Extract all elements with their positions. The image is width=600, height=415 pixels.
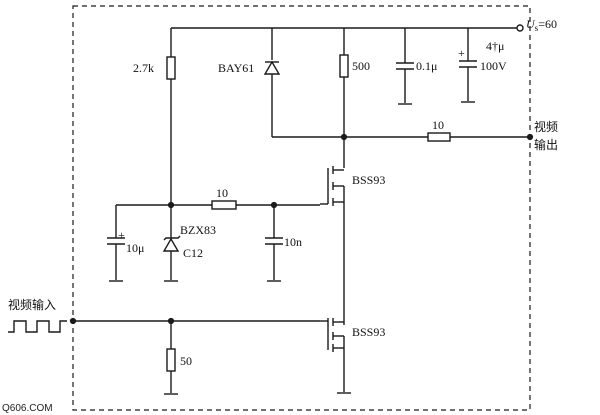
output-terminal <box>526 133 534 141</box>
supply-label: Us=60 <box>526 17 557 33</box>
resistor-2k7 <box>166 28 176 205</box>
resistor-500 <box>339 28 349 137</box>
capacitor-10n <box>265 205 283 282</box>
capacitor-10n-label: 10n <box>284 235 302 249</box>
capacitor-10u <box>107 205 125 282</box>
supply-rail <box>171 24 524 32</box>
diode-bay61 <box>263 28 344 138</box>
diode-bay61-label: BAY61 <box>218 61 254 75</box>
capacitor-4u-value-label: 4†μ <box>486 39 504 53</box>
output-label-line1: 视频 <box>534 119 558 134</box>
zener-value-label: C12 <box>183 246 203 260</box>
resistor-500-label: 500 <box>352 59 370 73</box>
output-label-line2: 输出 <box>534 137 558 152</box>
resistor-50 <box>164 321 178 395</box>
capacitor-0u1 <box>396 28 414 105</box>
input-pulse-waveform <box>8 320 67 333</box>
capacitor-10u-plus: + <box>118 228 125 242</box>
resistor-2k7-label: 2.7k <box>133 61 154 75</box>
input-label: 视频输入 <box>8 297 56 312</box>
mosfet-upper <box>320 166 345 325</box>
zener-name-label: BZX83 <box>180 223 216 237</box>
mosfet-lower-label: BSS93 <box>352 325 385 339</box>
mosfet-upper-label: BSS93 <box>352 173 385 187</box>
resistor-gate-label: 10 <box>216 186 228 200</box>
mosfet-lower <box>320 318 351 394</box>
watermark: Q606.COM <box>2 403 53 414</box>
capacitor-4u-voltage-label: 100V <box>480 59 507 73</box>
resistor-50-label: 50 <box>180 354 192 368</box>
supply-terminal <box>516 24 524 32</box>
gate-network <box>116 200 320 210</box>
capacitor-10u-label: 10μ <box>126 241 144 255</box>
output-path <box>340 132 534 168</box>
enclosure-box <box>72 5 531 411</box>
capacitor-4u-plus: + <box>458 46 465 60</box>
zener-bzx83 <box>162 205 181 282</box>
capacitor-4u-100v <box>459 28 477 103</box>
input-path <box>69 317 320 325</box>
capacitor-0u1-label: 0.1μ <box>416 59 437 73</box>
resistor-out-label: 10 <box>432 118 444 132</box>
